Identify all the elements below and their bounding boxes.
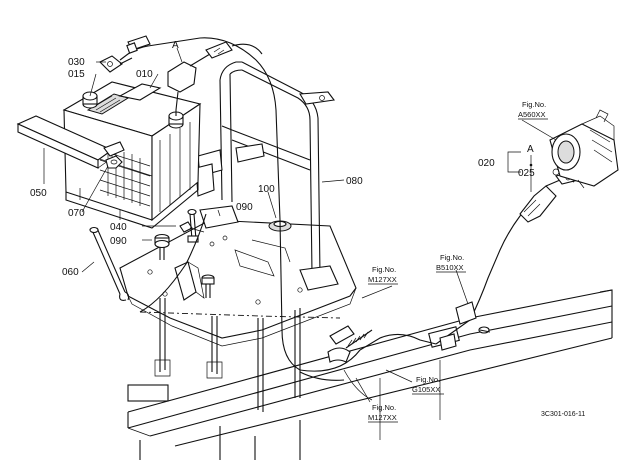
part-080-label: 080 — [346, 176, 363, 187]
drawing-code: 3C301-016-11 — [541, 411, 585, 418]
part-060-label: 060 — [62, 267, 79, 278]
part-a-right-label: A — [527, 144, 534, 155]
part-010-label: 010 — [136, 69, 153, 80]
part-labels: 030 015 010 A 050 070 060 080 100 090 04… — [30, 40, 535, 278]
part-090b-label: 090 — [110, 236, 127, 247]
bolt-plate-center — [201, 274, 215, 298]
figref-m127-bot-code: M127XX — [368, 413, 397, 422]
figref-a560-label: Fig.No. — [522, 100, 546, 109]
starter-terminal-025 — [519, 171, 579, 223]
part-100-label: 100 — [258, 184, 275, 195]
separator-dot — [529, 163, 533, 167]
battery-hold-frame — [195, 61, 339, 291]
part-040-label: 040 — [110, 222, 127, 233]
figref-m127-top-code: M127XX — [368, 275, 397, 284]
battery-cable-icon — [99, 35, 301, 371]
figref-a560-code: A560XX — [518, 110, 546, 119]
hold-down-rod — [89, 226, 130, 301]
ground-cable — [139, 213, 341, 319]
bolt-040 — [179, 221, 205, 233]
bolt-090-upper — [187, 208, 199, 243]
part-025-label: 025 — [518, 168, 535, 179]
part-020-label: 020 — [478, 158, 495, 169]
figure-references: Fig.No. A560XX Fig.No. B510XX Fig.No. M1… — [368, 100, 548, 423]
leader-lines — [43, 47, 557, 403]
figref-b510-label: Fig.No. — [440, 253, 464, 262]
part-030-label: 030 — [68, 57, 85, 68]
figref-m127-top-label: Fig.No. — [372, 265, 396, 274]
terminal-cover-a — [167, 41, 263, 116]
figref-g105-code: G105XX — [412, 385, 440, 394]
part-070-label: 070 — [68, 208, 85, 219]
battery-stay — [16, 115, 125, 169]
part-090a-label: 090 — [236, 202, 253, 213]
part-050-label: 050 — [30, 188, 47, 199]
part-015-label: 015 — [68, 69, 85, 80]
bolt-090-lower — [154, 233, 170, 260]
battery-base-plate — [119, 205, 357, 412]
figref-m127-bot-label: Fig.No. — [372, 403, 396, 412]
figref-g105-label: Fig.No. — [416, 375, 440, 384]
figref-b510-code: B510XX — [436, 263, 464, 272]
part-a-top-label: A — [172, 40, 179, 51]
frame-clamp — [439, 301, 491, 351]
starter-motor-icon — [549, 109, 619, 189]
